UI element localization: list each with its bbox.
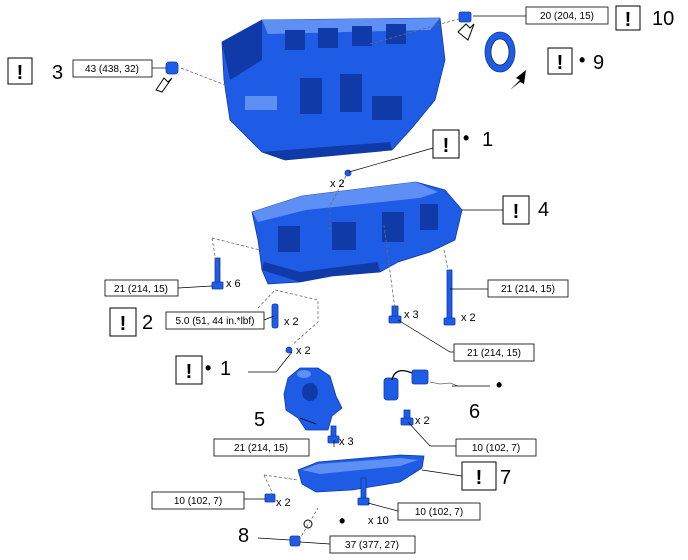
press-direction-arrow bbox=[510, 70, 526, 90]
straight-pin bbox=[271, 303, 279, 329]
svg-text:!: ! bbox=[186, 361, 193, 383]
block-plug-left bbox=[165, 61, 179, 75]
torque-box-pin: 5.0 (51, 44 in.*lbf) bbox=[165, 311, 265, 330]
svg-text:21 (214, 15): 21 (214, 15) bbox=[501, 284, 555, 295]
qty-stud-right: x 2 bbox=[461, 312, 476, 324]
torque-box-bolt-mid: 21 (214, 15) bbox=[453, 343, 535, 362]
svg-text:!: ! bbox=[513, 201, 520, 223]
dashed-guide-lines bbox=[180, 17, 463, 541]
cylinder-block bbox=[221, 17, 446, 161]
callout-10: 10 bbox=[652, 8, 674, 30]
svg-text:!: ! bbox=[17, 62, 24, 84]
caution-box-1a: ! bbox=[432, 129, 460, 159]
qty-pins-low: x 2 bbox=[296, 345, 311, 357]
caution-box-3: ! bbox=[7, 57, 33, 85]
oil-level-sensor bbox=[383, 369, 459, 401]
oil-pump-bolt bbox=[327, 425, 340, 444]
svg-text:21 (214, 15): 21 (214, 15) bbox=[467, 348, 521, 359]
qty-bolt-mid: x 3 bbox=[404, 309, 419, 321]
callout-6: 6 bbox=[469, 401, 480, 423]
stud-bolt-right bbox=[443, 269, 456, 326]
callout-1a: 1 bbox=[482, 129, 493, 151]
torque-box-pan-left: 10 (102, 7) bbox=[151, 491, 245, 510]
svg-text:!: ! bbox=[557, 52, 564, 74]
oil-pan bbox=[297, 454, 425, 493]
svg-text:!: ! bbox=[476, 467, 483, 489]
ring-pin-top bbox=[344, 169, 352, 177]
torque-box-plug-left: 43 (438, 32) bbox=[72, 59, 153, 78]
oil-pan-bolt bbox=[357, 477, 370, 506]
svg-text:10 (102, 7): 10 (102, 7) bbox=[174, 496, 222, 507]
callout-7: 7 bbox=[500, 467, 511, 489]
torque-box-stud-right: 21 (214, 15) bbox=[487, 279, 569, 298]
qty-oil-pump-bolt: x 3 bbox=[339, 436, 354, 448]
stiffening-crankcase bbox=[251, 181, 463, 285]
oil-seal bbox=[484, 31, 516, 73]
sensor-bolt bbox=[400, 409, 414, 426]
caution-box-4: ! bbox=[502, 195, 530, 225]
svg-text:!: ! bbox=[120, 313, 127, 335]
new-part-dot-1b: • bbox=[205, 358, 211, 378]
qty-pin: x 2 bbox=[284, 316, 299, 328]
svg-text:43 (438, 32): 43 (438, 32) bbox=[85, 64, 139, 75]
qty-sensor-bolt: x 2 bbox=[415, 415, 430, 427]
sealant-arrow-left bbox=[155, 77, 173, 93]
new-part-dot-8: • bbox=[339, 511, 345, 531]
svg-text:10 (102, 7): 10 (102, 7) bbox=[472, 443, 520, 454]
bolt-mid bbox=[388, 305, 402, 324]
block-plug-right bbox=[458, 11, 472, 23]
qty-pan-left: x 2 bbox=[276, 497, 291, 509]
caution-box-10: ! bbox=[615, 5, 641, 31]
svg-text:!: ! bbox=[625, 9, 632, 31]
new-part-dot-6: • bbox=[496, 375, 502, 395]
drain-plug bbox=[289, 535, 301, 547]
new-part-dot-9: • bbox=[579, 50, 585, 70]
qty-pins-top: x 2 bbox=[330, 178, 345, 190]
callout-5: 5 bbox=[254, 409, 265, 431]
caution-box-1b: ! bbox=[175, 355, 203, 385]
caution-box-9: ! bbox=[547, 47, 573, 75]
qty-stud-left: x 6 bbox=[226, 278, 241, 290]
callout-1b: 1 bbox=[220, 358, 231, 380]
svg-text:21 (214, 15): 21 (214, 15) bbox=[234, 443, 288, 454]
svg-text:37 (377, 27): 37 (377, 27) bbox=[345, 540, 399, 551]
ring-pin-low bbox=[285, 346, 293, 354]
callout-9: 9 bbox=[593, 52, 604, 74]
drain-gasket bbox=[303, 519, 313, 529]
callout-8: 8 bbox=[238, 525, 249, 547]
callout-2: 2 bbox=[142, 312, 153, 334]
svg-text:!: ! bbox=[443, 135, 450, 157]
torque-box-oil-pump: 21 (214, 15) bbox=[213, 438, 310, 457]
torque-box-pan-bolts: 10 (102, 7) bbox=[397, 502, 481, 521]
torque-box-sensor: 10 (102, 7) bbox=[455, 438, 537, 457]
caution-box-7: ! bbox=[461, 461, 497, 491]
torque-box-stud-left: 21 (214, 15) bbox=[104, 279, 179, 297]
torque-box-oil-seal-plug: 20 (204, 15) bbox=[525, 6, 609, 25]
qty-pan-bolts: x 10 bbox=[368, 515, 389, 527]
callout-4: 4 bbox=[538, 199, 549, 221]
caution-box-2: ! bbox=[109, 307, 137, 337]
svg-text:20 (204, 15): 20 (204, 15) bbox=[540, 11, 594, 22]
stud-bolt-left bbox=[211, 257, 224, 290]
new-part-dot-1a: • bbox=[463, 128, 469, 148]
callout-3: 3 bbox=[52, 62, 63, 84]
oil-pump bbox=[283, 367, 343, 431]
torque-box-drain: 37 (377, 27) bbox=[329, 535, 416, 554]
sealant-arrow-top bbox=[457, 23, 475, 41]
svg-text:5.0 (51, 44 in.*lbf): 5.0 (51, 44 in.*lbf) bbox=[176, 316, 255, 327]
svg-text:10 (102, 7): 10 (102, 7) bbox=[415, 507, 463, 518]
svg-text:21 (214, 15): 21 (214, 15) bbox=[114, 284, 168, 295]
